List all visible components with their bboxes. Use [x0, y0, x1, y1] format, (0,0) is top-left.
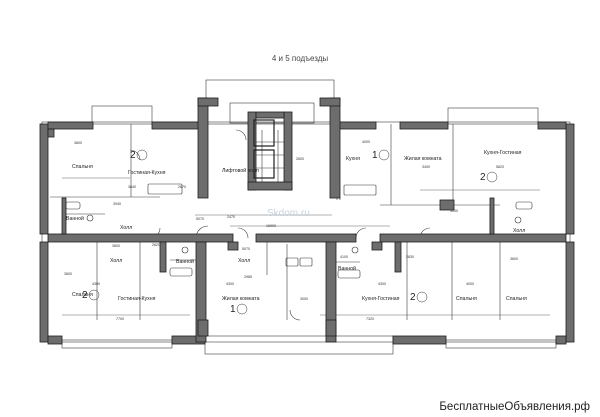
dimension-labels: 3800 3840 2670 3940 2600 4000 3400 5820 …	[64, 140, 518, 321]
fixtures	[65, 183, 533, 279]
dimension-label: 5070	[196, 217, 204, 221]
dimension-label: 3800	[74, 141, 82, 145]
walls	[39, 97, 575, 345]
dimension-label: 2620	[152, 243, 160, 247]
room-label-kitchen-living-br: Кухня-Гостиная	[362, 296, 400, 302]
room-labels: Спальня Гостиная-Кухня Лифтовой холл Кух…	[66, 150, 527, 302]
room-label-bathroom-bl: Ванной	[176, 258, 194, 265]
room-label-living-room-bottom: Жилая комната	[222, 296, 260, 302]
apartment-number-tr: 2	[480, 172, 486, 183]
room-label-bedroom-tl: Спальня	[72, 164, 93, 170]
apartment-marker-circle	[486, 171, 498, 183]
room-label-living-kitchen-bl: Гостиная-Кухня	[118, 296, 156, 302]
dimension-label: 4300	[226, 282, 234, 286]
dimension-label: 3400	[422, 165, 430, 169]
dimension-label: 3940	[113, 202, 121, 206]
dimension-label: 4000	[362, 140, 370, 144]
dimension-label: 2470	[227, 215, 235, 219]
dimension-label: 3600	[510, 257, 518, 261]
floor-plan-title: 4 и 5 подъезды	[272, 54, 329, 63]
dimension-label: 2985	[244, 275, 252, 279]
room-label-hall-left: Холл	[120, 225, 132, 231]
apartment-markers: 2 1 2 2 1 2	[82, 149, 498, 315]
dimension-label: 5000	[450, 209, 458, 213]
dimension-label: 5070	[242, 247, 250, 251]
dimension-label: 2830	[406, 255, 414, 259]
room-label-living-room-top: Жилая комната	[404, 156, 442, 162]
dimension-label: 7700	[116, 317, 124, 321]
dimension-label: 3800	[112, 244, 120, 248]
apartment-number-br: 2	[410, 292, 416, 303]
room-label-hall-bottom-center: Холл	[238, 258, 250, 264]
site-footer-label: БесплатныеОбъявления.рф	[439, 401, 590, 413]
room-label-lift-hall: Лифтовой холл	[222, 167, 259, 174]
room-label-living-kitchen-tl: Гостиная-Кухня	[128, 170, 166, 176]
dimension-label: 3800	[64, 272, 72, 276]
apartment-marker-circle	[416, 291, 428, 303]
apartment-number-bm: 1	[230, 304, 236, 315]
room-label-kitchen: Кухня	[346, 156, 360, 162]
dimension-label: 16900	[266, 224, 276, 228]
apartment-number-tl: 2	[130, 150, 136, 161]
apartment-marker-circle	[88, 289, 100, 301]
room-label-kitchen-living-tr: Кухня-Гостиная	[484, 150, 522, 156]
room-label-bedroom-br1: Спальня	[456, 296, 477, 302]
dimension-label: 5820	[496, 165, 504, 169]
room-label-bedroom-br2: Спальня	[506, 296, 527, 302]
dimension-label: 4300	[92, 282, 100, 286]
room-label-bathroom-br: Ванной	[338, 265, 356, 272]
room-label-bathroom-tl: Ванной	[66, 215, 84, 222]
dimension-label: 2670	[178, 185, 186, 189]
watermark-text: Skdom.ru	[267, 208, 310, 219]
apartment-marker-circle	[378, 149, 390, 161]
dimension-label: 3000	[300, 297, 308, 301]
apartment-number-tm: 1	[372, 150, 378, 161]
dimension-label: 3840	[128, 185, 136, 189]
apartment-number-bl: 2	[82, 290, 88, 301]
room-label-bedroom-bl: Спальня	[72, 292, 93, 298]
dimension-label: 4000	[466, 282, 474, 286]
apartment-marker-circle	[236, 303, 248, 315]
apartment-marker-circle	[136, 149, 148, 161]
dimension-label: 7320	[366, 317, 374, 321]
room-label-hall-center: Холл	[513, 228, 525, 234]
dimension-label: 4300	[378, 282, 386, 286]
room-label-hall-bl: Холл	[110, 258, 122, 264]
dimension-label: 4100	[340, 255, 348, 259]
dimension-label: 2600	[296, 157, 304, 161]
